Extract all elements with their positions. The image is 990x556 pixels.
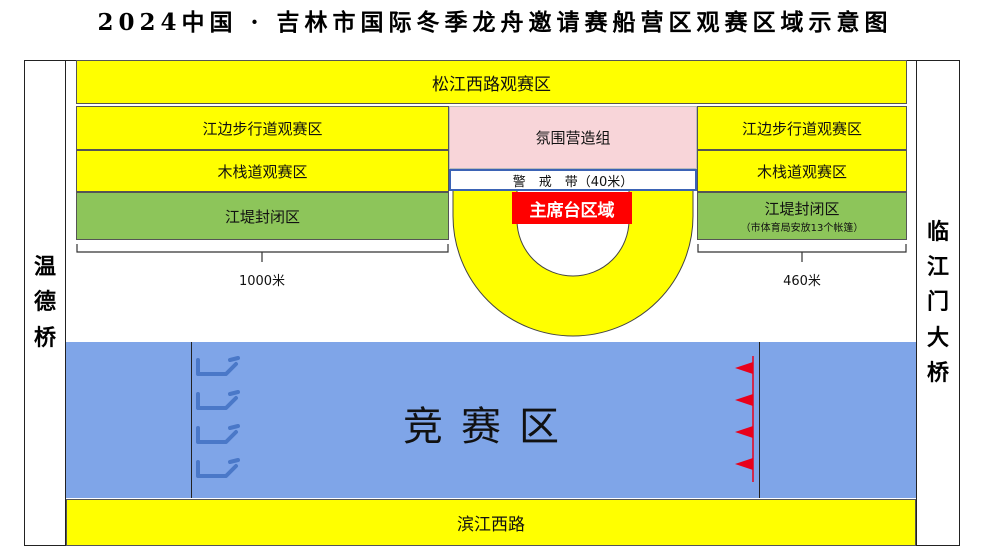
boardwalk-zone-right: 木栈道观赛区 [697,150,907,192]
promenade-right-label: 江边步行道观赛区 [741,119,862,138]
red-flag-icon [735,458,753,470]
dike-right-label: 江堤封闭区 [764,200,840,218]
race-area-label: 竞赛区 [403,404,577,450]
promenade-left-label: 江边步行道观赛区 [202,119,323,138]
linjiangmen-bridge: 临 江 门 大 桥 [916,60,960,546]
dike-left-label: 江堤封闭区 [224,207,300,226]
main-stand-zone: 主席台区域 [512,192,632,224]
wende-bridge-char-3: 桥 [33,325,56,351]
dragon-boat-icon [196,424,240,444]
atmosphere-group-zone: 氛围营造组 [449,106,697,169]
dimension-bracket-right [697,244,907,262]
dimension-bracket-left [76,244,449,262]
linjiangmen-bridge-char-5: 桥 [926,360,949,386]
dragon-boat-icon [196,458,240,478]
dragon-boat-icon [196,390,240,410]
binjiang-west-road-zone: 滨江西路 [66,499,916,546]
red-flag-icon [735,426,753,438]
dimension-left-label: 1000米 [238,273,286,289]
horseshoe-stand [452,189,694,337]
dimension-right-label: 460米 [783,273,821,289]
dike-closed-zone-left: 江堤封闭区 [76,192,449,240]
dragon-boats [196,356,240,478]
finish-line [759,342,760,498]
dike-closed-zone-right: 江堤封闭区 （市体育局安放13个帐篷） [697,192,907,240]
linjiangmen-bridge-char-2: 江 [926,255,949,281]
dimension-bracket-left-path [76,244,449,262]
race-area-zone [66,342,916,498]
wende-bridge: 温 德 桥 [24,60,66,546]
promenade-zone-right: 江边步行道观赛区 [697,106,907,150]
dragon-boat-icon [196,356,240,376]
promenade-zone-left: 江边步行道观赛区 [76,106,449,150]
red-flag-icon [735,394,753,406]
cordon-band: 警 戒 带（40米） [449,169,697,191]
songjiang-west-road-label: 松江西路观赛区 [432,74,551,95]
horseshoe-stand-shape [452,189,694,337]
finish-flags [735,356,754,482]
boardwalk-left-label: 木栈道观赛区 [217,162,308,181]
dimension-bracket-right-path [697,244,907,262]
atmosphere-group-label: 氛围营造组 [535,129,611,147]
main-stand-label: 主席台区域 [529,200,615,221]
linjiangmen-bridge-char-3: 门 [926,290,949,316]
cordon-label: 警 戒 带（40米） [512,174,634,190]
dike-right-note: （市体育局安放13个帐篷） [740,223,864,234]
start-line [191,342,192,498]
wende-bridge-char-2: 德 [33,290,56,316]
binjiang-west-road-label: 滨江西路 [457,515,525,535]
race-area-label-wrap: 竞赛区 [300,395,680,451]
boardwalk-right-label: 木栈道观赛区 [756,162,847,181]
red-flag-icon [735,362,753,374]
wende-bridge-char-1: 温 [33,255,56,281]
boardwalk-zone-left: 木栈道观赛区 [76,150,449,192]
page-title: 2024中国 · 吉林市国际冬季龙舟邀请赛船营区观赛区域示意图 [97,9,893,36]
linjiangmen-bridge-char-4: 大 [926,325,949,351]
linjiangmen-bridge-char-1: 临 [926,220,949,246]
songjiang-west-road-zone: 松江西路观赛区 [76,60,907,104]
